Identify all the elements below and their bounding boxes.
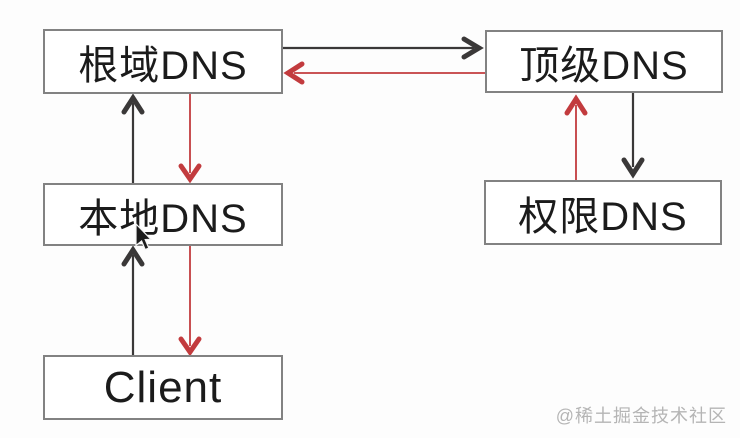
node-top-dns: 顶级DNS [485, 30, 723, 93]
node-auth-dns: 权限DNS [484, 180, 722, 245]
node-auth-dns-label: 权限DNS [518, 194, 688, 239]
node-local-dns: 本地DNS [43, 183, 283, 246]
arrow-root-to-local [178, 94, 202, 184]
node-client: Client [43, 355, 283, 420]
node-root-dns: 根域DNS [43, 29, 283, 94]
node-local-dns-label: 本地DNS [78, 196, 248, 241]
watermark: @稀土掘金技术社区 [555, 406, 727, 426]
node-root-dns-label: 根域DNS [78, 43, 248, 88]
arrow-local-to-root [121, 93, 145, 183]
arrow-root-to-top [283, 36, 484, 60]
arrow-client-to-local [121, 245, 145, 355]
arrow-top-to-auth [621, 93, 645, 179]
node-top-dns-label: 顶级DNS [519, 43, 689, 88]
arrow-local-to-client [178, 246, 202, 357]
node-client-label: Client [103, 362, 223, 412]
